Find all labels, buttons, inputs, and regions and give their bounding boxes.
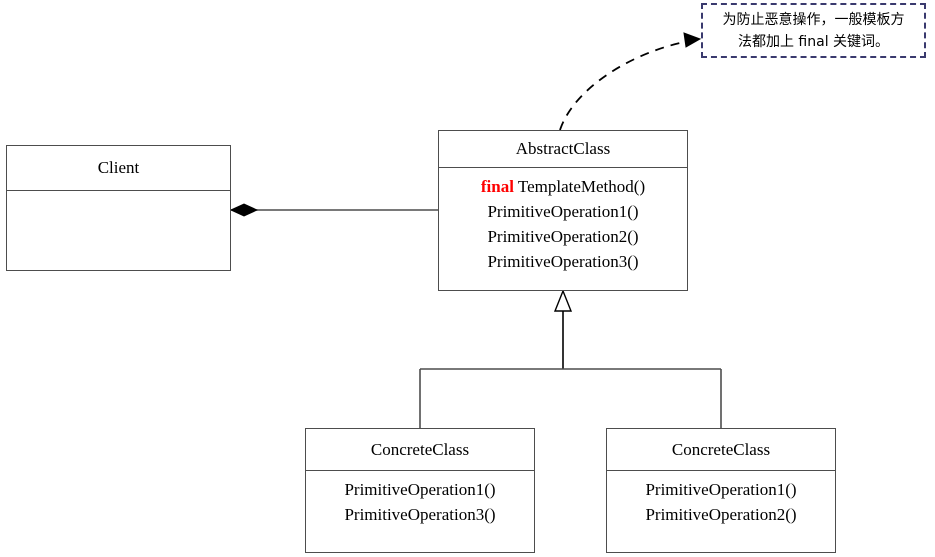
member-primitive-operation-1: PrimitiveOperation1() (487, 202, 639, 221)
class-box-concrete-left[interactable]: ConcreteClass PrimitiveOperation1() Prim… (305, 428, 535, 553)
class-title-client: Client (7, 146, 230, 191)
member-template-method: final TemplateMethod() (439, 174, 687, 199)
keyword-final: final (480, 177, 514, 196)
generalization-triangle-icon (553, 289, 573, 312)
class-members-client (7, 191, 230, 197)
member-primitive-operation-2: PrimitiveOperation2() (645, 505, 797, 524)
class-title-concrete-right: ConcreteClass (607, 429, 835, 471)
class-members-concrete-left: PrimitiveOperation1() PrimitiveOperation… (306, 471, 534, 527)
class-title-concrete-left: ConcreteClass (306, 429, 534, 471)
class-box-concrete-right[interactable]: ConcreteClass PrimitiveOperation1() Prim… (606, 428, 836, 553)
member-primitive-operation-3: PrimitiveOperation3() (344, 505, 496, 524)
generalization-relation (419, 289, 722, 428)
class-box-client[interactable]: Client (6, 145, 231, 271)
note-line-2: 法都加上 final 关键词。 (737, 33, 890, 50)
member-primitive-operation-1: PrimitiveOperation1() (645, 480, 797, 499)
member-primitive-operation-2: PrimitiveOperation2() (487, 227, 639, 246)
note-link-relation (559, 32, 702, 131)
note-box[interactable]: 为防止恶意操作，一般模板方 法都加上 final 关键词。 (701, 3, 926, 58)
class-members-concrete-right: PrimitiveOperation1() PrimitiveOperation… (607, 471, 835, 527)
member-name: TemplateMethod() (517, 177, 646, 196)
composition-relation (229, 203, 438, 217)
class-title-abstract: AbstractClass (439, 131, 687, 168)
class-members-abstract: final TemplateMethod() PrimitiveOperatio… (439, 168, 687, 274)
member-primitive-operation-1: PrimitiveOperation1() (344, 480, 496, 499)
note-line-1: 为防止恶意操作，一般模板方 (722, 11, 905, 28)
note-link-arrowhead-icon (683, 32, 702, 48)
member-primitive-operation-3: PrimitiveOperation3() (487, 252, 639, 271)
composition-diamond-icon (229, 203, 259, 217)
class-box-abstract[interactable]: AbstractClass final TemplateMethod() Pri… (438, 130, 688, 291)
